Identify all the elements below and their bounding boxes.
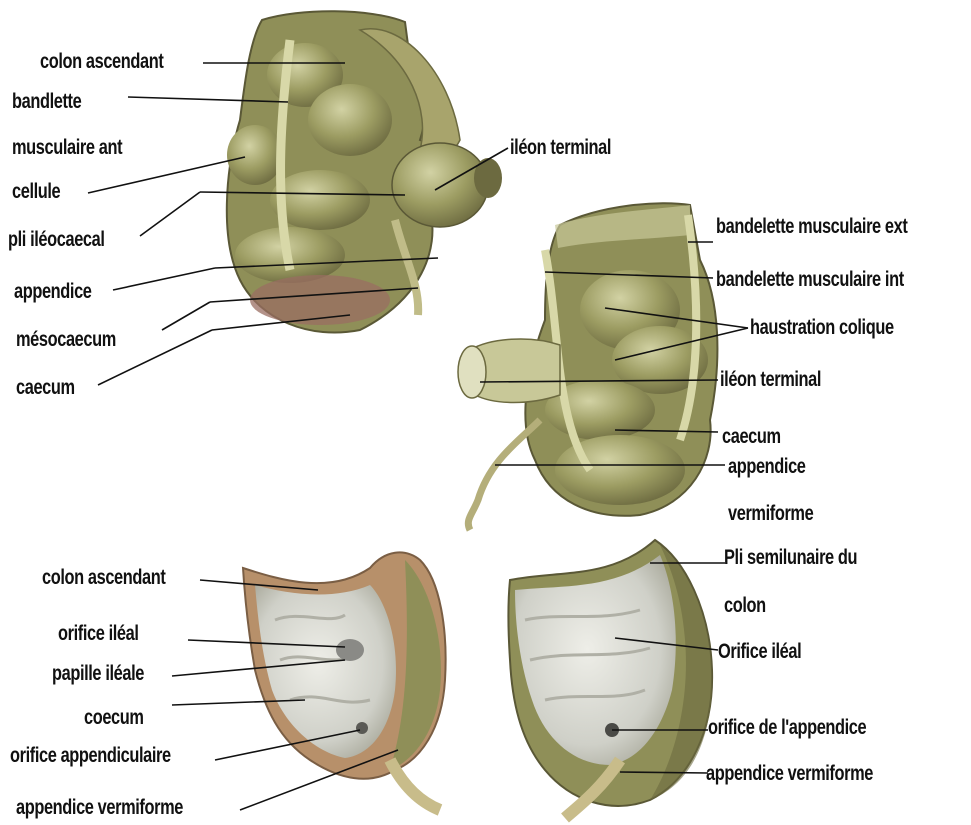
- haustra: [308, 84, 392, 156]
- caecum-opened-right-figure: [509, 540, 713, 818]
- label-appendice: appendice: [14, 280, 92, 304]
- label-orifice-ileal-right: Orifice iléal: [718, 640, 801, 664]
- label-coecum: coecum: [84, 706, 144, 730]
- label-caecum: caecum: [16, 376, 75, 400]
- label-mesocaecum: mésocaecum: [16, 328, 116, 352]
- label-caecum-right: caecum: [722, 425, 781, 449]
- label-orifice-ileal: orifice iléal: [58, 622, 139, 646]
- ileum-lumen: [474, 158, 502, 198]
- label-bandelette-ext: bandelette musculaire ext: [716, 215, 907, 239]
- label-colon: colon: [724, 594, 766, 618]
- label-cellule: cellule: [12, 180, 60, 204]
- caecum-posterior-figure: [458, 203, 717, 530]
- appendicular-orifice: [356, 722, 368, 734]
- terminal-ileum: [392, 143, 488, 227]
- haustra: [227, 125, 283, 185]
- label-vermiforme: vermiforme: [728, 502, 813, 526]
- caecum-opened-left-figure: [243, 552, 446, 810]
- label-haustration-colique: haustration colique: [750, 316, 894, 340]
- label-ileon-terminal: iléon terminal: [510, 136, 611, 160]
- label-colon-ascendant-bottom: colon ascendant: [42, 566, 165, 590]
- label-appendice-vermiforme-left: appendice vermiforme: [16, 796, 183, 820]
- ileum-lumen: [458, 346, 486, 398]
- label-bandlette: bandlette: [12, 90, 81, 114]
- label-pli-ileocaecal: pli iléocaecal: [8, 228, 105, 252]
- label-orifice-appendiculaire: orifice appendiculaire: [10, 744, 171, 768]
- label-appendice-right: appendice: [728, 455, 806, 479]
- mucosa: [255, 585, 396, 758]
- label-colon-ascendant: colon ascendant: [40, 50, 163, 74]
- label-bandelette-int: bandelette musculaire int: [716, 268, 904, 292]
- ileal-papilla: [336, 639, 364, 661]
- label-orifice-appendice: orifice de l'appendice: [708, 716, 866, 740]
- label-appendice-vermiforme-right: appendice vermiforme: [706, 762, 873, 786]
- caecum-anterior-figure: [227, 11, 502, 332]
- appendix: [390, 760, 440, 810]
- label-ileon-terminal-right: iléon terminal: [720, 368, 821, 392]
- label-pli-semilunaire: Pli semilunaire du: [724, 546, 857, 570]
- label-musculaire-ant: musculaire ant: [12, 136, 122, 160]
- label-papille-ileale: papille iléale: [52, 662, 144, 686]
